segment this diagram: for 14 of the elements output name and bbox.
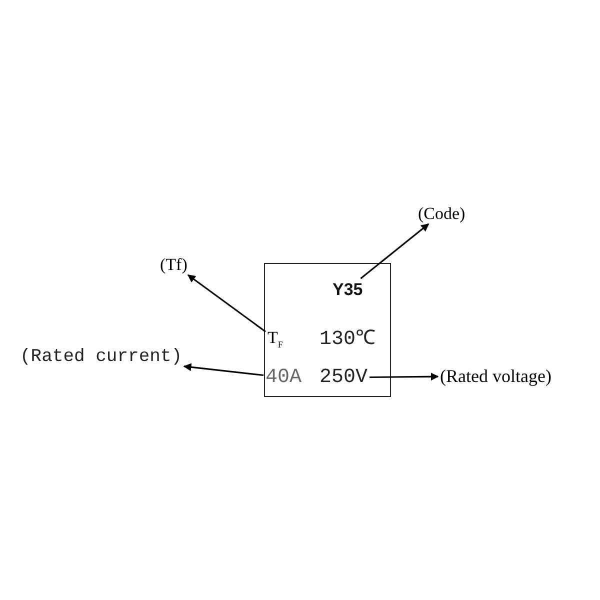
leader-arrow [187,274,266,332]
callout-label: (Rated voltage) [440,367,552,385]
current-text: 40A [266,368,302,388]
temperature-text: 130℃ [320,330,376,350]
voltage-text: 250V [320,368,368,388]
leader-arrow [183,363,264,376]
callout-label: (Rated current) [20,348,182,366]
label-box [264,263,391,397]
leader-arrow [370,372,439,381]
leader-arrow [360,223,430,280]
callout-label: (Tf) [160,256,188,273]
code-text: Y35 [332,280,363,298]
callout-label: (Code) [418,205,466,222]
symbol-text: T$_{F}$ [268,328,283,349]
